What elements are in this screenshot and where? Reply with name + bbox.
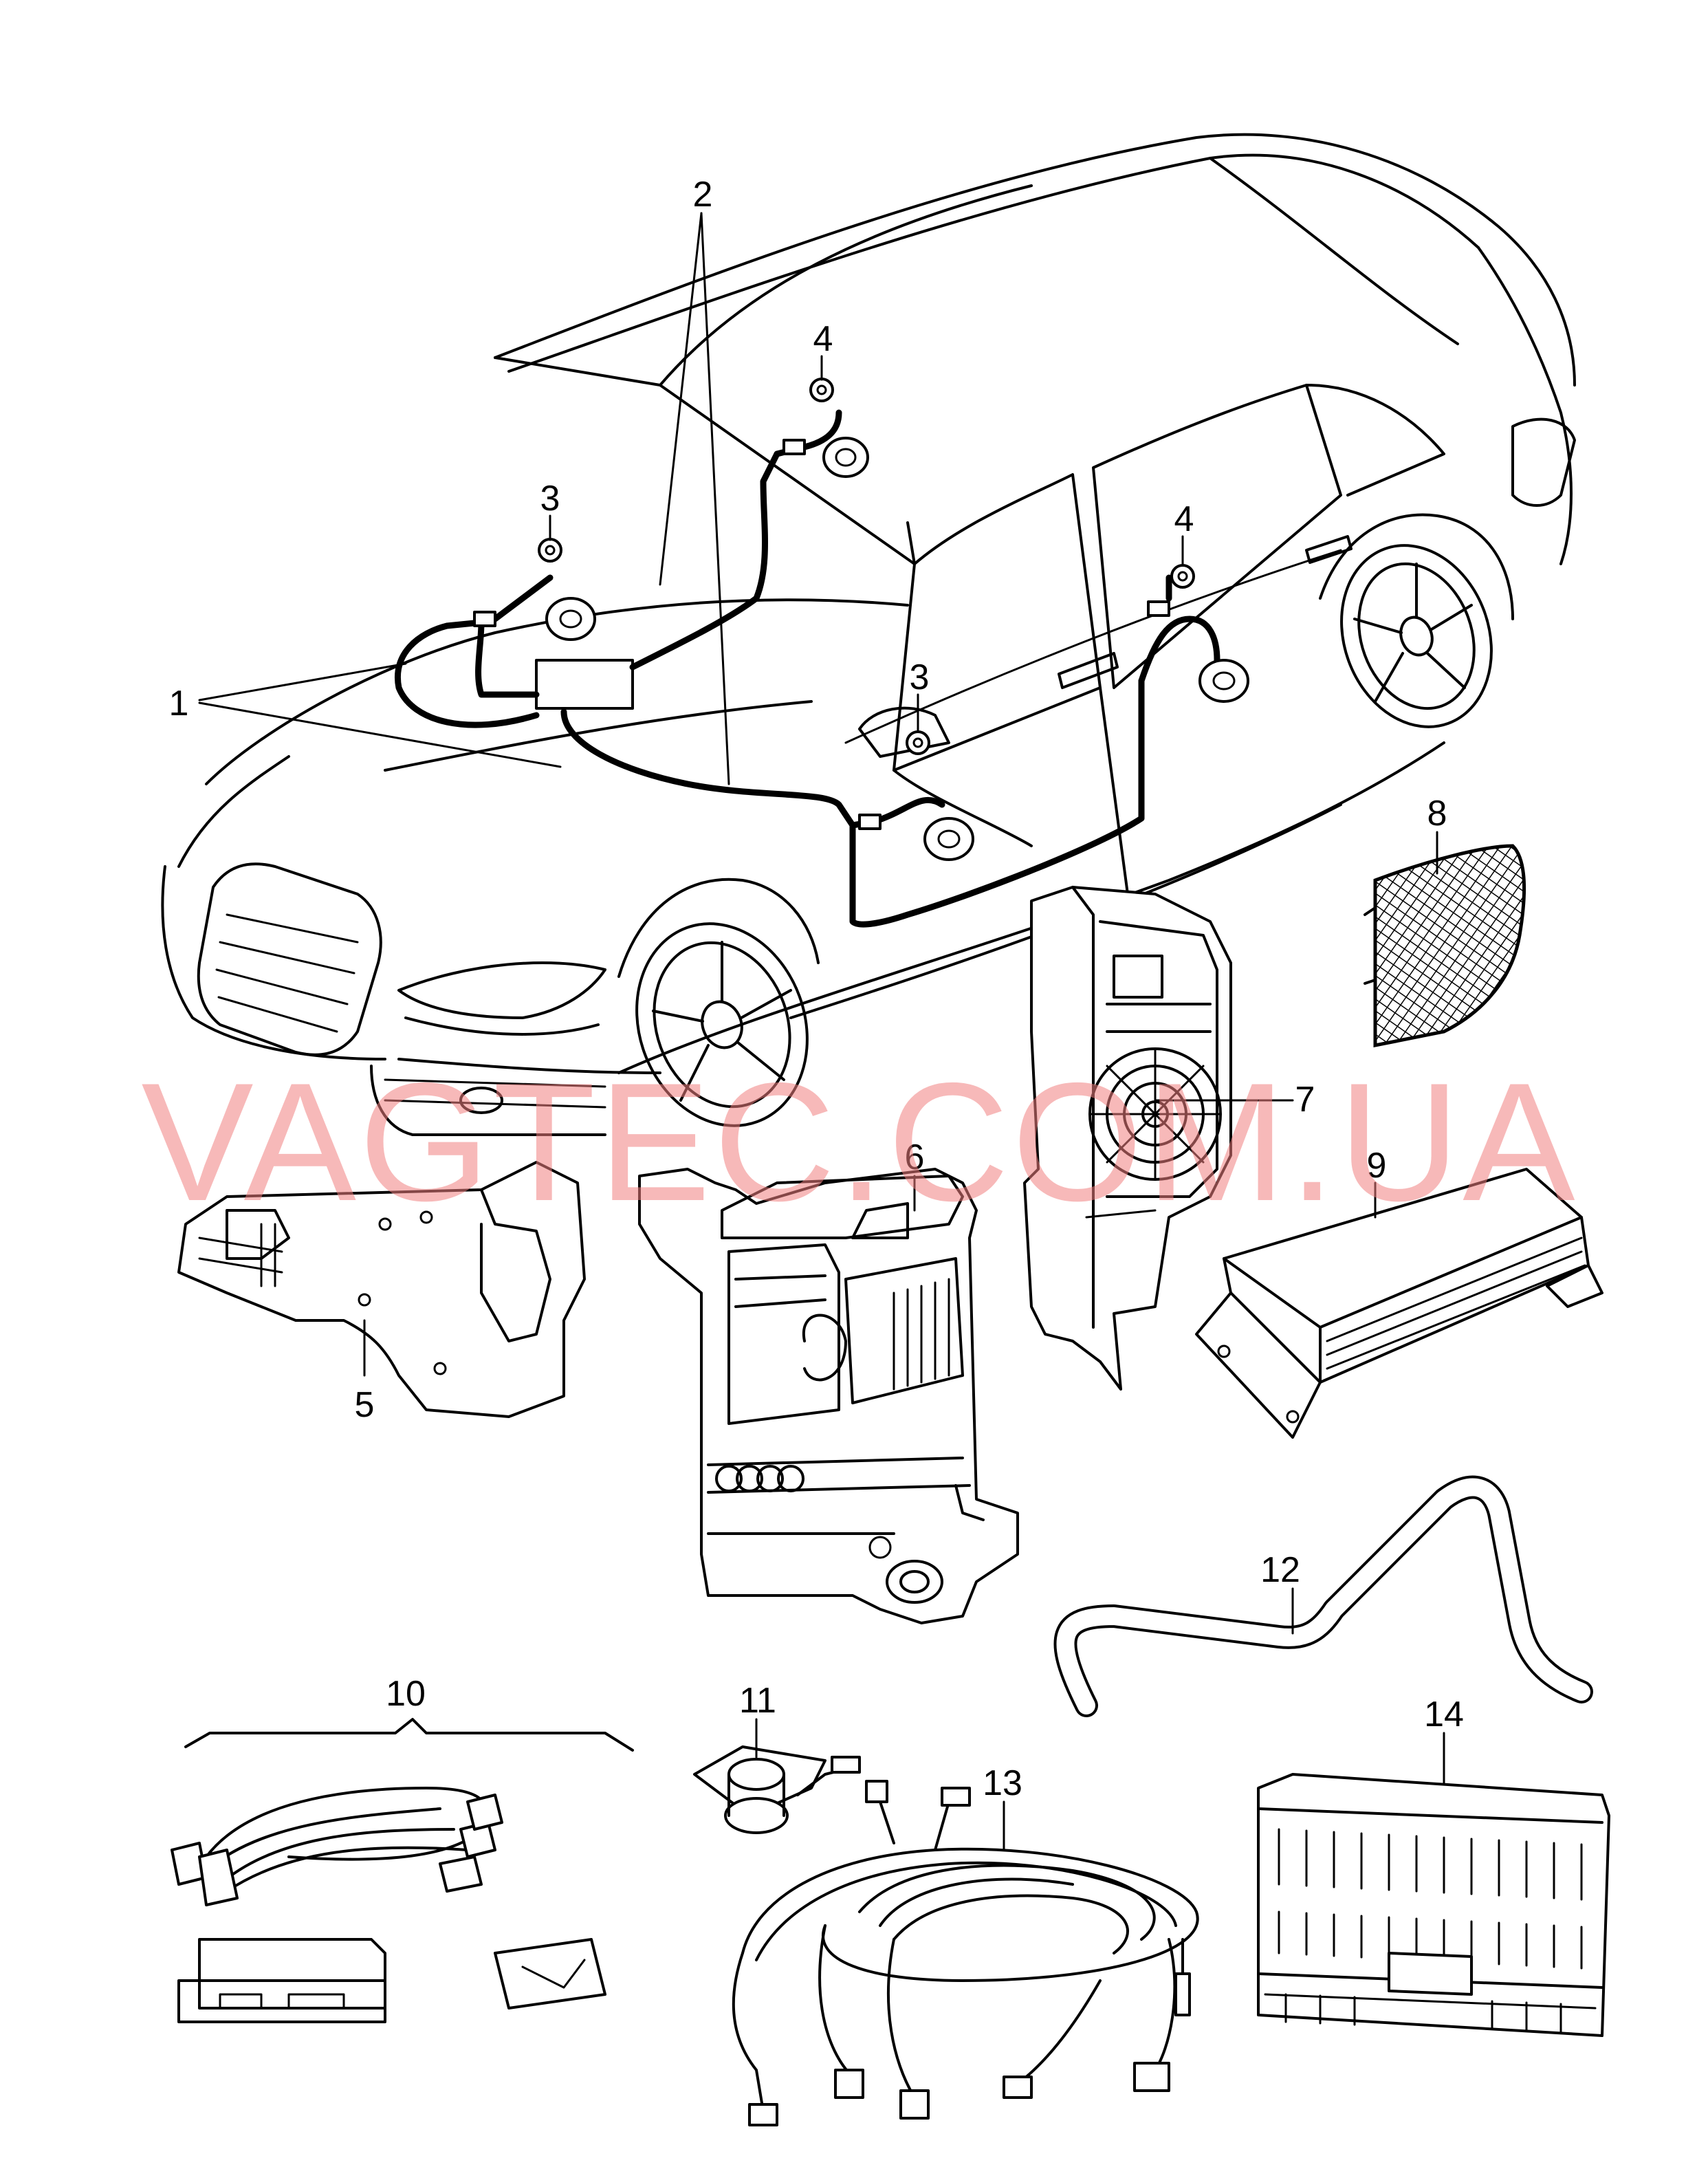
module-box (535, 659, 634, 710)
part-12-pipe (1053, 1475, 1593, 1717)
tweeter-icon (1170, 564, 1195, 589)
callout-7: 7 (1295, 1080, 1315, 1120)
part-13-wiring-harness (732, 1780, 1199, 2126)
part-14-fuse-box (1257, 1773, 1610, 2037)
part-9-amplifier (1195, 1168, 1603, 1439)
callout-2: 2 (693, 175, 713, 215)
callout-4-right: 4 (1174, 499, 1194, 539)
leader-lines (198, 212, 1445, 1851)
car-wiring-harness (395, 378, 1249, 928)
speaker-icon (923, 817, 974, 861)
callout-3-left: 3 (540, 479, 560, 519)
connector (858, 814, 882, 830)
part-8-speaker-grille (1364, 844, 1526, 1048)
callout-8: 8 (1427, 794, 1447, 834)
callout-9: 9 (1367, 1146, 1387, 1186)
callout-6: 6 (905, 1137, 925, 1177)
part-10-cable-set (171, 1718, 634, 2023)
connector (1147, 600, 1170, 617)
callout-11: 11 (739, 1681, 776, 1721)
part-5-bracket (177, 1161, 586, 1418)
callout-3-right: 3 (910, 657, 930, 697)
callout-4-left: 4 (813, 319, 833, 359)
callout-5: 5 (355, 1385, 375, 1425)
callout-labels: 1 2 3 4 3 4 5 6 7 8 9 10 11 12 13 14 (169, 175, 1464, 1803)
part-7-subwoofer-enclosure (1023, 886, 1232, 1391)
callout-1: 1 (169, 684, 189, 723)
watermark-text: VAGTEC.COM.UA (141, 1047, 1577, 1236)
callout-14: 14 (1424, 1695, 1464, 1734)
part-11-microphone (693, 1745, 861, 1834)
connector (782, 439, 806, 455)
tweeter-icon (809, 378, 834, 402)
tweeter-icon (538, 538, 562, 563)
callout-10: 10 (386, 1674, 426, 1714)
speaker-icon (1198, 659, 1249, 703)
part-6-amplifier-assembly (638, 1168, 1019, 1624)
connector (473, 611, 496, 627)
speaker-icon (822, 437, 869, 478)
callout-13: 13 (983, 1763, 1022, 1803)
tweeter-icon (906, 730, 930, 755)
speaker-icon (545, 597, 596, 641)
car-body (161, 133, 1576, 1136)
callout-12: 12 (1260, 1550, 1300, 1590)
